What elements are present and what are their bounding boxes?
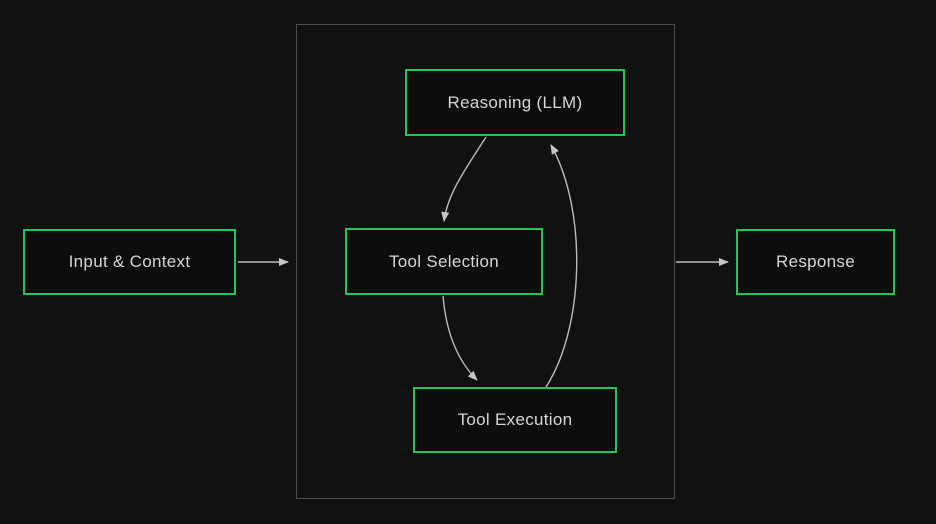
node-input-context-label: Input & Context xyxy=(68,252,191,271)
node-tool-execution: Tool Execution xyxy=(413,387,617,453)
node-response: Response xyxy=(736,229,895,295)
node-response-label: Response xyxy=(776,252,855,271)
node-reasoning-llm-label: Reasoning (LLM) xyxy=(447,92,583,112)
node-tool-execution-label: Tool Execution xyxy=(457,410,573,429)
node-tool-selection: Tool Selection xyxy=(345,228,543,295)
node-input-context: Input & Context xyxy=(23,229,236,295)
agent-loop-container xyxy=(296,24,675,499)
node-tool-selection-label: Tool Selection xyxy=(388,251,500,271)
node-reasoning-llm: Reasoning (LLM) xyxy=(405,69,625,136)
